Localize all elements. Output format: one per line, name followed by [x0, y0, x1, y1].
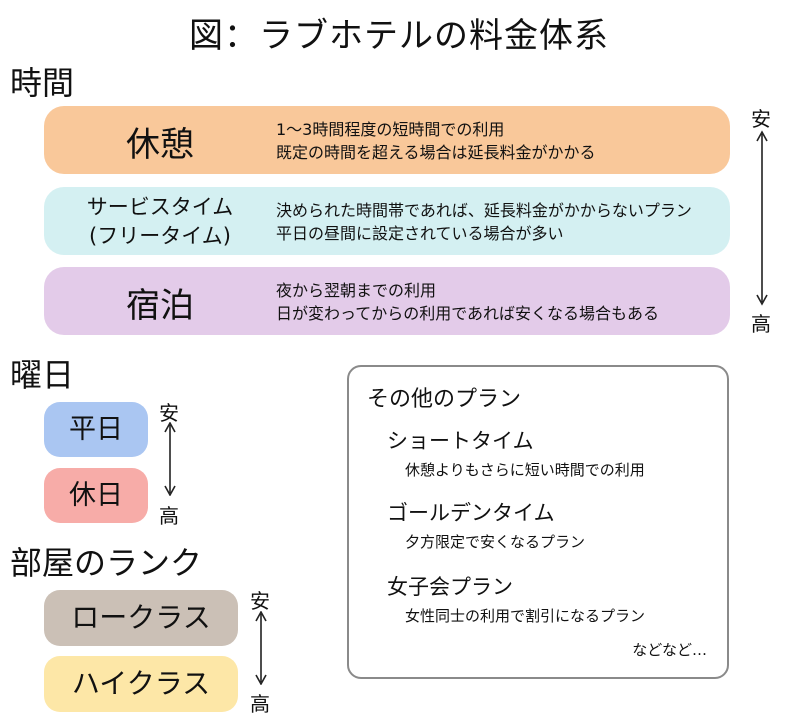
desc-line: 日が変わってからの利用であれば安くなる場合もある: [276, 304, 660, 323]
page-title: 図：ラブホテルの料金体系: [189, 16, 609, 56]
day-cheap-label: 安: [159, 401, 179, 425]
section-heading-day: 曜日: [10, 356, 75, 394]
desc-line: 平日の昼間に設定されている場合が多い: [276, 224, 564, 243]
time-price-arrow: [756, 130, 768, 306]
plan-name: ゴールデンタイム: [387, 501, 555, 525]
bar-rest-label: 休憩: [126, 125, 194, 165]
day-price-arrow: [164, 422, 176, 496]
room-expensive-label: 高: [250, 692, 270, 716]
section-heading-room: 部屋のランク: [10, 544, 203, 582]
time-cheap-label: 安: [751, 107, 771, 131]
etc-text: などなど…: [632, 641, 707, 659]
desc-line: 1～3時間程度の短時間での利用: [276, 120, 505, 139]
holiday-pill: 休日: [44, 468, 148, 523]
low-class-pill: ロークラス: [44, 590, 238, 646]
desc-line: 夜から翌朝までの利用: [276, 281, 437, 300]
weekday-pill: 平日: [44, 402, 148, 457]
desc-line: 決められた時間帯であれば、延長料金がかからないプラン: [276, 201, 692, 220]
plan-desc: 女性同士の利用で割引になるプラン: [405, 607, 646, 625]
bar-rest: 休憩 1～3時間程度の短時間での利用 既定の時間を超える場合は延長料金がかかる: [44, 106, 730, 174]
bar-service-desc: 決められた時間帯であれば、延長料金がかからないプラン 平日の昼間に設定されている…: [276, 199, 692, 245]
bar-stay-label: 宿泊: [126, 286, 194, 326]
other-plans-box: その他のプラン ショートタイム 休憩よりもさらに短い時間での利用 ゴールデンタイ…: [347, 365, 729, 679]
other-plans-heading: その他のプラン: [367, 387, 522, 412]
label-line: (フリータイム): [89, 224, 231, 248]
label-line: サービスタイム: [86, 195, 234, 219]
plan-desc: 休憩よりもさらに短い時間での利用: [405, 461, 645, 479]
bar-service-time: サービスタイム (フリータイム) 決められた時間帯であれば、延長料金がかからない…: [44, 187, 730, 255]
room-price-arrow: [255, 611, 267, 685]
plan-name: 女子会プラン: [387, 575, 513, 599]
day-expensive-label: 高: [159, 504, 179, 528]
bar-stay: 宿泊 夜から翌朝までの利用 日が変わってからの利用であれば安くなる場合もある: [44, 267, 730, 335]
bar-stay-desc: 夜から翌朝までの利用 日が変わってからの利用であれば安くなる場合もある: [276, 279, 659, 325]
time-expensive-label: 高: [751, 312, 771, 336]
high-class-pill: ハイクラス: [44, 656, 238, 712]
plan-desc: 夕方限定で安くなるプラン: [405, 533, 586, 551]
bar-service-label: サービスタイム (フリータイム): [44, 193, 276, 251]
plan-name: ショートタイム: [387, 429, 534, 453]
section-heading-time: 時間: [10, 64, 75, 102]
desc-line: 既定の時間を超える場合は延長料金がかかる: [276, 143, 596, 162]
room-cheap-label: 安: [250, 589, 270, 613]
bar-rest-desc: 1～3時間程度の短時間での利用 既定の時間を超える場合は延長料金がかかる: [276, 118, 596, 164]
